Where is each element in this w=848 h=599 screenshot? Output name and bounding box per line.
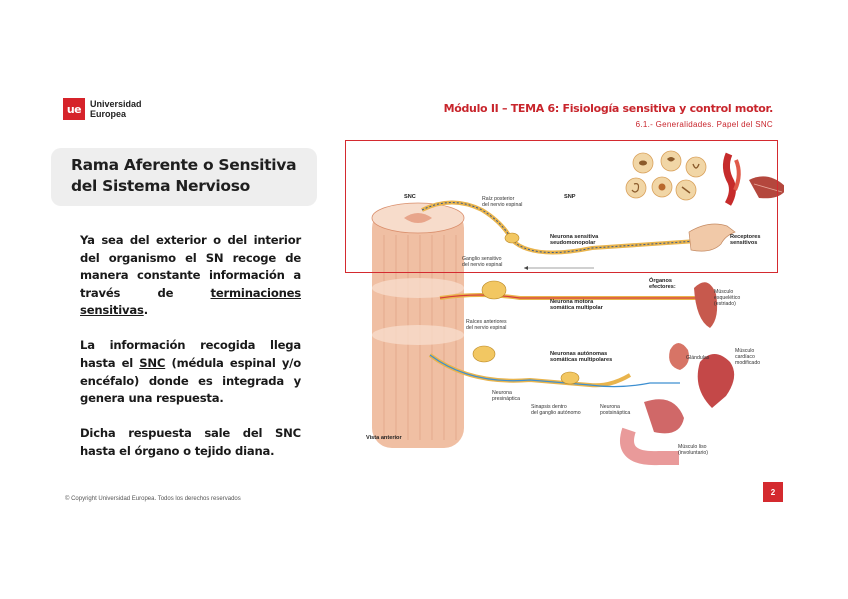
sense-dot-icon — [658, 183, 666, 191]
skeletal-muscle — [694, 282, 718, 328]
label-neurona-post-1: Neurona — [600, 404, 620, 410]
highlight-box — [345, 140, 778, 273]
label-neurona-sensitiva-2: seudomonopolar — [550, 240, 596, 246]
logo-mark: ue — [63, 98, 85, 120]
ganglion-cell — [504, 232, 520, 244]
cord-band — [372, 325, 464, 345]
header-subtitle: 6.1.- Generalidades. Papel del SNC — [635, 120, 773, 129]
label-neurona-pre-1: Neurona — [492, 390, 512, 396]
p2-end: (médula espinal y/o encéfalo) donde es i… — [80, 356, 301, 406]
section-title-line2: del Sistema Nervioso — [71, 177, 251, 195]
label-vista-anterior: Vista anterior — [366, 435, 402, 441]
label-musculo-card-3: modificado — [735, 360, 760, 366]
nose-icon — [667, 157, 675, 162]
paragraph-1: Ya sea del exterior o del interior del o… — [80, 232, 301, 320]
label-musculo-liso-1: Músculo liso — [678, 444, 707, 450]
label-snp: SNP — [564, 194, 576, 200]
p2-text: La información recogida llega hasta el — [80, 338, 301, 371]
logo-text: Universidad Europea — [90, 99, 142, 119]
sensory-icons — [625, 150, 784, 206]
label-autonomas-1: Neuronas autónomas — [550, 351, 607, 357]
arrow-head — [524, 266, 528, 270]
label-glandulas: Glándulas — [686, 355, 710, 361]
header-title: Módulo II – TEMA 6: Fisiología sensitiva… — [443, 102, 774, 115]
section-title: Rama Aferente o Sensitiva del Sistema Ne… — [71, 155, 317, 197]
autonomic-signal — [429, 354, 680, 388]
mouth-icon — [692, 163, 700, 169]
label-ganglio-2: del nervio espinal — [462, 262, 502, 268]
label-receptores-1: Receptores — [730, 234, 760, 240]
sensory-neuron — [421, 200, 736, 270]
label-ganglio-1: Ganglio sensitivo — [462, 256, 502, 262]
label-neurona-sensitiva-1: Neurona sensitiva — [550, 234, 599, 240]
preganglionic-cell — [472, 345, 496, 363]
gland-icon — [669, 343, 689, 370]
section-title-line1: Rama Aferente o Sensitiva — [71, 156, 297, 174]
body-text: Ya sea del exterior o del interior del o… — [80, 232, 301, 478]
p1-end: . — [143, 303, 148, 318]
sense-line-icon — [681, 186, 691, 194]
paragraph-2: La información recogida llega hasta el S… — [80, 337, 301, 407]
label-musculo-esq-3: (estriado) — [714, 301, 736, 307]
cord-band — [372, 278, 464, 298]
footer-copyright: © Copyright Universidad Europea. Todos l… — [65, 496, 241, 502]
label-musculo-liso-2: (involuntario) — [678, 450, 708, 456]
label-musculo-card-2: cardíaco — [735, 354, 755, 360]
intestine-icon — [620, 427, 679, 466]
p1-underlined: terminaciones sensitivas — [80, 285, 301, 318]
label-neurona-pre-2: presináptica — [492, 396, 520, 402]
label-neurona-motora-2: somática multipolar — [550, 305, 604, 311]
autonomic-neurons — [428, 343, 735, 466]
label-snc: SNC — [404, 194, 416, 200]
university-logo: ue Universidad Europea — [63, 98, 142, 120]
label-sinapsis-2: del ganglio autónomo — [531, 410, 581, 416]
motor-neuron — [439, 280, 718, 328]
page-number: 2 — [763, 482, 783, 502]
sense-icon — [685, 156, 707, 178]
grey-matter — [404, 213, 432, 223]
vessel-branch-icon — [733, 159, 741, 191]
hand-receptor — [688, 223, 736, 252]
motor-cell-body — [481, 280, 507, 300]
label-organos-2: efectores: — [649, 284, 676, 290]
stomach-icon — [644, 399, 684, 434]
label-receptores-2: sensitivos — [730, 240, 757, 246]
label-raiz-posterior-2: del nervio espinal — [482, 202, 522, 208]
heart-icon — [697, 354, 735, 408]
label-neurona-motora-1: Neurona motora — [550, 299, 594, 305]
ear-icon — [631, 183, 640, 193]
label-neurona-post-2: postsináptica — [600, 410, 630, 416]
label-sinapsis-1: Sinapsis dentro — [531, 404, 567, 410]
logo-line2: Europea — [90, 109, 127, 119]
sensory-signal — [421, 202, 713, 253]
ganglion-cell-autonomic — [560, 371, 580, 385]
blood-vessel-icon — [722, 152, 736, 206]
p1-text: Ya sea del exterior o del interior del o… — [80, 233, 301, 300]
logo-line1: Universidad — [90, 99, 142, 109]
eye-icon — [639, 160, 647, 166]
section-title-box: Rama Aferente o Sensitiva del Sistema Ne… — [51, 148, 317, 206]
label-organos-1: Órganos — [649, 276, 672, 284]
label-raiz-anterior-1: Raíces anteriores — [466, 319, 507, 325]
label-autonomas-2: somáticas multipolares — [550, 357, 612, 363]
label-raiz-anterior-2: del nervio espinal — [466, 325, 506, 331]
nervous-system-figure: SNC SNP Raíz posterior del nervio espina… — [366, 150, 784, 466]
p2-underlined: SNC — [139, 356, 166, 371]
paragraph-3: Dicha respuesta sale del SNC hasta el ór… — [80, 426, 301, 458]
sense-icon — [625, 177, 647, 199]
label-musculo-esq-1: Músculo — [714, 289, 733, 295]
spinal-cord — [371, 202, 465, 448]
label-musculo-esq-2: esquelético — [714, 295, 740, 301]
label-musculo-card-1: Músculo — [735, 348, 754, 354]
label-raiz-posterior-1: Raíz posterior — [482, 196, 515, 202]
